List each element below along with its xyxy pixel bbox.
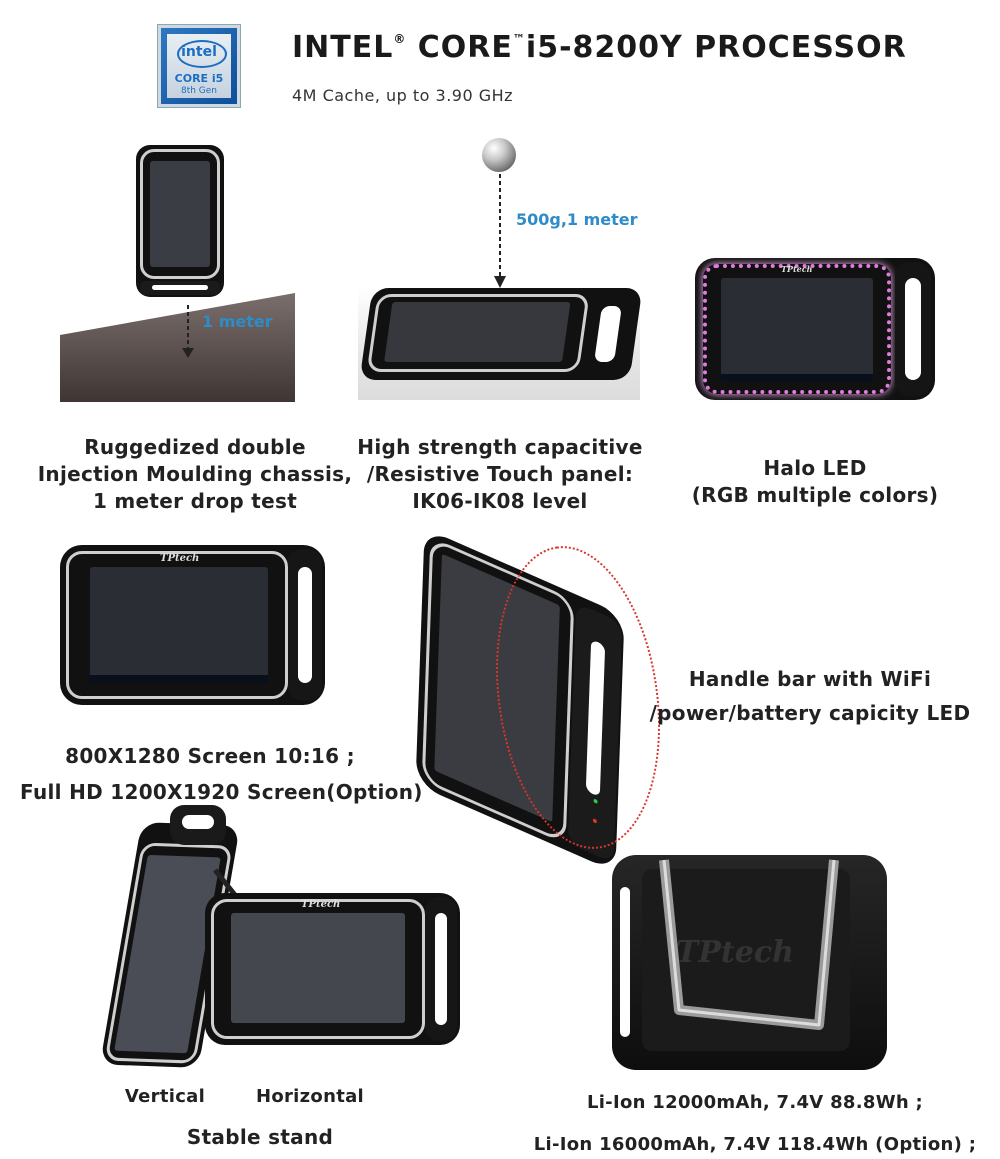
tablet-portrait-dropping bbox=[136, 145, 224, 297]
badge-inner: intel CORE i5 8th Gen bbox=[167, 34, 231, 98]
impact-weight-note: 500g,1 meter bbox=[516, 210, 638, 229]
halo-screen bbox=[721, 278, 873, 382]
halo-caption-line1: Halo LED bbox=[763, 456, 867, 480]
tablet-halo-led: TPtech bbox=[695, 258, 935, 400]
drop-test-caption: Ruggedized double Injection Moulding cha… bbox=[30, 434, 360, 515]
kickstand-metal-icon bbox=[659, 859, 839, 1030]
badge-line2: 8th Gen bbox=[180, 86, 218, 96]
screen-caption-line1: 800X1280 Screen 10:16 ; bbox=[65, 744, 355, 768]
page-subtitle: 4M Cache, up to 3.90 GHz bbox=[292, 86, 514, 105]
touch-caption-line1: High strength capacitive bbox=[357, 435, 643, 459]
battery-caption: Li-Ion 12000mAh, 7.4V 88.8Wh ; Li-Ion 16… bbox=[530, 1082, 980, 1159]
steel-ball-icon bbox=[482, 138, 516, 172]
intel-core-i5-badge: intel CORE i5 8th Gen bbox=[158, 25, 240, 107]
intel-logo-text: intel bbox=[181, 44, 217, 60]
tablet-back-battery: TPtech bbox=[612, 855, 887, 1070]
title-part1: INTEL bbox=[292, 30, 394, 65]
handle-led-caption: Handle bar with WiFi /power/battery capi… bbox=[630, 662, 990, 730]
page-title: INTEL® CORE™i5-8200Y PROCESSOR bbox=[292, 30, 907, 65]
tablet-screen-front: TPtech bbox=[60, 545, 325, 705]
vertical-top-handle bbox=[170, 805, 226, 845]
halo-handle bbox=[895, 262, 931, 396]
halo-brand-logo: TPtech bbox=[781, 264, 813, 274]
drop-height-note: 1 meter bbox=[202, 312, 273, 331]
halo-led-caption: Halo LED (RGB multiple colors) bbox=[660, 455, 970, 509]
stand-caption: Stable stand bbox=[186, 1125, 334, 1149]
trademark-mark: ™ bbox=[512, 32, 526, 46]
impact-arrow-icon bbox=[494, 174, 506, 288]
drop-caption-line2: Injection Moulding chassis, bbox=[37, 462, 353, 486]
drop-test-illustration: 1 meter bbox=[60, 140, 300, 402]
back-left-handle-hole bbox=[620, 887, 630, 1037]
stand-label-vertical: Vertical bbox=[124, 1086, 206, 1107]
screen-handle bbox=[288, 549, 322, 701]
stand-label-horizontal: Horizontal bbox=[255, 1086, 365, 1107]
touch-impact-illustration: 500g,1 meter bbox=[358, 138, 643, 400]
windows-screen bbox=[90, 567, 268, 683]
handle-caption-line1: Handle bar with WiFi bbox=[688, 667, 932, 691]
stand-illustration: TPtech bbox=[99, 805, 460, 1075]
tablet-flat-impact bbox=[359, 288, 643, 380]
screen-caption-line2: Full HD 1200X1920 Screen(Option) bbox=[20, 780, 423, 804]
tablet-horizontal-stand: TPtech bbox=[205, 893, 460, 1045]
screen-brand-logo: TPtech bbox=[160, 553, 200, 564]
stand-brand-logo: TPtech bbox=[301, 899, 341, 910]
touch-panel-caption: High strength capacitive /Resistive Touc… bbox=[345, 434, 655, 515]
registered-mark: ® bbox=[393, 32, 407, 46]
halo-caption-line2: (RGB multiple colors) bbox=[691, 483, 939, 507]
drop-caption-line1: Ruggedized double bbox=[84, 435, 306, 459]
halo-led-ring bbox=[703, 264, 891, 394]
battery-caption-line1: Li-Ion 12000mAh, 7.4V 88.8Wh ; bbox=[586, 1092, 924, 1113]
battery-caption-line2: Li-Ion 16000mAh, 7.4V 118.4Wh (Option) ; bbox=[533, 1134, 977, 1155]
touch-caption-line3: IK06-IK08 level bbox=[412, 489, 588, 513]
title-part2: CORE bbox=[406, 30, 513, 65]
title-part3: i5-8200Y PROCESSOR bbox=[525, 30, 907, 65]
touch-caption-line2: /Resistive Touch panel: bbox=[366, 462, 634, 486]
back-brand-emboss: TPtech bbox=[676, 935, 794, 970]
screen-caption: 800X1280 Screen 10:16 ; Full HD 1200X192… bbox=[20, 738, 423, 810]
intel-logo-oval bbox=[177, 40, 227, 68]
drop-test-ground bbox=[60, 293, 295, 402]
drop-caption-line3: 1 meter drop test bbox=[92, 489, 298, 513]
handle-caption-line2: /power/battery capicity LED bbox=[649, 701, 971, 725]
badge-line1: CORE i5 bbox=[174, 72, 224, 85]
